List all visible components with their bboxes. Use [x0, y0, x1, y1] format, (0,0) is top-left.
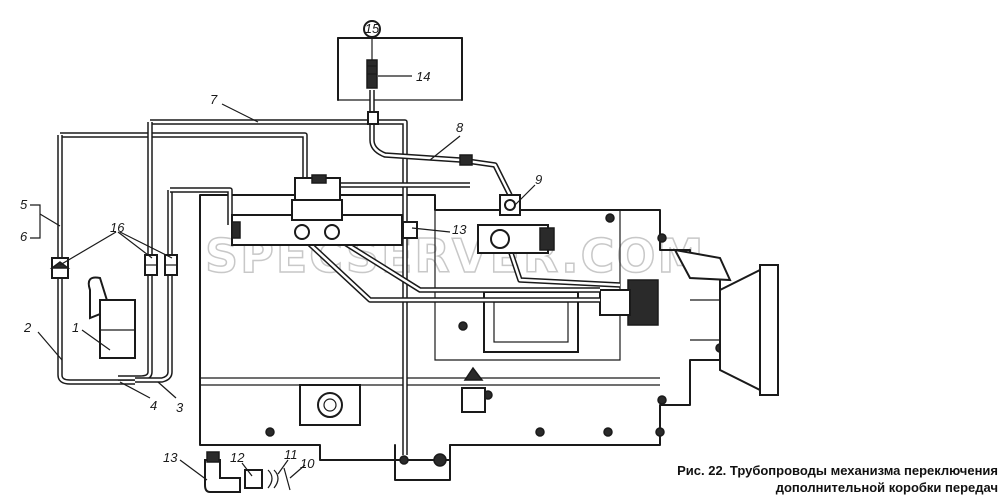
callout-6: 6: [20, 229, 28, 244]
valve-9: [459, 154, 555, 254]
callout-10: 10: [300, 456, 315, 471]
caption-line-2: дополнительной коробки передач: [775, 480, 998, 495]
callout-12: 12: [230, 450, 245, 465]
callout-5: 5: [20, 197, 28, 212]
callout-14: 14: [416, 69, 430, 84]
callout-4: 4: [150, 398, 157, 413]
callout-9: 9: [535, 172, 542, 187]
callout-13-bottom: 13: [163, 450, 178, 465]
figure-caption: Рис. 22. Трубопроводы механизма переключ…: [628, 462, 998, 496]
callout-2: 2: [23, 320, 32, 335]
callout-16: 16: [110, 220, 125, 235]
callout-15-circle: [363, 20, 381, 38]
valve-assembly: [231, 174, 418, 246]
cab-panel: [337, 37, 463, 101]
callout-7: 7: [210, 92, 218, 107]
callout-8: 8: [456, 120, 464, 135]
caption-line-1: Рис. 22. Трубопроводы механизма переключ…: [677, 463, 998, 478]
exploded-parts: [204, 451, 291, 493]
distributor-1: [87, 276, 136, 359]
callout-1: 1: [72, 320, 79, 335]
leader-lines: [30, 37, 536, 481]
callout-11: 11: [284, 447, 298, 462]
callout-15: 15: [365, 21, 380, 36]
callout-3: 3: [176, 400, 184, 415]
output-flange: [599, 248, 779, 396]
callout-13-top: 13: [452, 222, 467, 237]
